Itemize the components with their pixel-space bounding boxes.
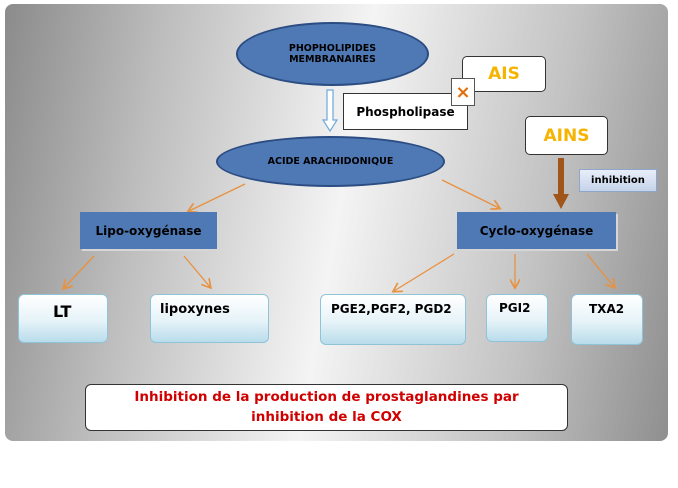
acide-label: ACIDE ARACHIDONIQUE	[267, 155, 394, 167]
conclusion-box: Inhibition de la production de prostagla…	[85, 384, 568, 431]
phospholipides-label: PHOPHOLIPIDES MEMBRANAIRES	[288, 42, 377, 65]
cyclo-oxygenase-box: Cyclo-oxygénase	[457, 212, 616, 249]
arrow-ains-to-cyclo	[553, 158, 569, 209]
pge-label: PGE2,PGF2, PGD2	[331, 302, 452, 316]
phospholipides-node: PHOPHOLIPIDES MEMBRANAIRES	[236, 22, 429, 86]
txa2-label: TXA2	[589, 302, 625, 316]
lt-box: LT	[18, 294, 108, 343]
lipo-label: Lipo-oxygénase	[95, 223, 202, 238]
arrow-lipo-to-lipoxynes	[183, 255, 210, 287]
arrow-acide-to-lipo	[189, 183, 246, 211]
phospholipase-label: Phospholipase	[356, 104, 455, 119]
cyclo-label: Cyclo-oxygénase	[479, 223, 594, 238]
pgi2-label: PGI2	[499, 301, 531, 315]
pge-box: PGE2,PGF2, PGD2	[320, 294, 466, 345]
ais-label: AIS	[488, 64, 520, 84]
arrow-acide-to-cyclo	[441, 179, 499, 208]
arrow-cyclo-to-pge	[394, 253, 455, 291]
acide-arachidonique-node: ACIDE ARACHIDONIQUE	[216, 136, 445, 187]
ais-box: AIS	[462, 56, 546, 92]
inhibition-mark-box: ×	[451, 78, 475, 106]
txa2-box: TXA2	[571, 294, 643, 345]
lipoxynes-label: lipoxynes	[160, 302, 230, 317]
ains-box: AINS	[525, 116, 608, 155]
ains-label: AINS	[543, 125, 590, 146]
conclusion-text: Inhibition de la production de prostagla…	[134, 388, 519, 425]
arrow-lipo-to-lt	[64, 255, 95, 288]
lipoxynes-box: lipoxynes	[150, 294, 269, 343]
pgi2-box: PGI2	[486, 294, 548, 342]
inhibition-label-box: inhibition	[579, 169, 657, 192]
x-mark-icon: ×	[455, 81, 471, 103]
phospholipase-box: Phospholipase	[343, 93, 468, 130]
lt-label: LT	[53, 302, 72, 321]
arrow-phospholipides-to-acide	[321, 89, 339, 133]
lipo-oxygenase-box: Lipo-oxygénase	[80, 212, 217, 249]
inhibition-label: inhibition	[591, 175, 645, 186]
arrow-cyclo-to-txa2	[586, 253, 614, 287]
